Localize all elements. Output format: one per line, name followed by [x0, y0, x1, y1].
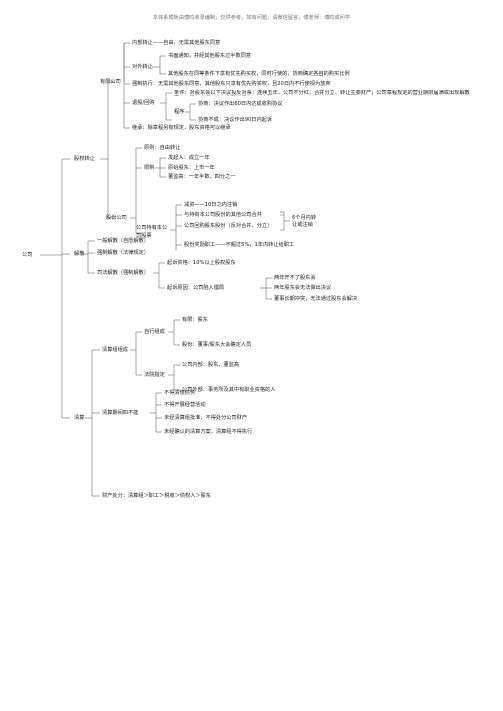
connector-duiwai	[152, 55, 166, 75]
node-liangnianjueyi: 两年股东会无法做出决议	[274, 285, 332, 291]
node-shangshi: 原始股东：上市一年	[168, 165, 215, 171]
node-youxian: 有限公司	[100, 79, 121, 85]
node-xianzhi: 限制	[144, 165, 155, 171]
node-gongsi: 公司内部：股东、董监高	[182, 362, 240, 368]
node-yuanze: 原则：自由转让	[144, 145, 181, 151]
node-yiban: 一般解散（自愿解散）	[97, 238, 149, 244]
node-qisu: 起诉原因：公司陷入僵局	[167, 285, 225, 291]
node-huigou: 退股/回购	[132, 100, 155, 106]
node-waibu: 公司外部：事务所及其中有职业资格的人	[182, 387, 276, 393]
node-dongshi: 董事长期冲突，无法通过股东会解决	[274, 296, 358, 302]
connector-zixing	[168, 319, 180, 346]
connector-qisu	[260, 277, 272, 300]
node-yiyi: 公司回购股东股份（反对合并、分立）	[184, 223, 273, 229]
connector-chengxu	[185, 103, 196, 121]
root-node: 公司	[22, 252, 33, 258]
node-sifa: 司法解散（强制解散）	[97, 270, 149, 276]
connector-qingsuan	[85, 349, 100, 497]
node-jili: 股份奖励职工——不超过5%，1年内转让给职工	[184, 242, 295, 248]
node-qiangzhi: 强制执行：无需其他股东同意，其他股东只享有优先购买权，且20日内不行使视为放弃	[132, 81, 331, 87]
node-jicheng: 继承：除章程另有规定，股东资格可以继承	[132, 125, 231, 131]
node-jinzhi: 清算期间四不能	[102, 410, 139, 416]
node-duiwai: 对外转让	[132, 64, 153, 70]
connector-liuge	[280, 211, 290, 231]
connector-sifa	[153, 262, 165, 289]
node-tiaojian: 条件：对股东会以下决议投反对票：连续五年，公司不分红；合并分立、转让主要财产；公…	[174, 90, 470, 96]
connector-youxian	[123, 42, 130, 129]
node-neibu: 内部转让——自由，无需其他股东同意	[132, 40, 221, 46]
node-susong: 协商不成：决议作出90日内起诉	[198, 117, 273, 123]
connector-jinzhi	[150, 392, 162, 433]
node-chengxu: 程序	[174, 109, 185, 115]
node-zixing: 自行组成	[144, 329, 165, 335]
connector-xianzhi	[155, 157, 166, 178]
node-dongjiangao: 董监高：一年半数，四分之一	[168, 174, 236, 180]
node-gufenqs: 股份：董事/股东大会确定人员	[182, 342, 252, 348]
connector-huigou	[160, 92, 172, 121]
node-caichan: 财产处分：清算组＞职工＞税收＞债权人＞股东	[102, 493, 211, 499]
node-shumian: 书面通知，并经其他股东过半数同意	[168, 53, 252, 59]
node-jiesan: 解散	[74, 251, 85, 257]
node-chiyou: 公司持有本公司股票	[136, 225, 168, 239]
node-buneng2: 不得开展经营活动	[164, 402, 206, 408]
node-faxuan: 法院指定	[144, 372, 165, 378]
connector-jiesan	[82, 240, 95, 274]
connector-zucheng	[130, 331, 142, 376]
node-buneng4: 未经确认的清算方案，清算组不得执行	[164, 429, 253, 435]
node-hebing: 与持有本公司股份的其他公司合并	[184, 212, 262, 218]
connector-gufen	[130, 147, 142, 234]
node-youxianqs: 有限：股东	[182, 317, 208, 323]
node-liuge: 6个月内转让或注销	[292, 215, 317, 228]
node-guquan: 股权转让	[74, 156, 95, 162]
node-zucheng: 清算组组成	[102, 347, 128, 353]
node-jianzi: 减资——10日之内注销	[184, 202, 238, 208]
node-gufen: 股份公司	[106, 215, 127, 221]
node-buneng1: 不得清偿债务	[164, 390, 196, 396]
connector-guquan	[100, 81, 115, 219]
node-faqi: 发起人：成立一年	[168, 155, 210, 161]
node-qita: 其他股东在同等条件下享有优先购买权，同时行使的，协商确定各自的购买比例	[168, 71, 350, 77]
node-zige: 起诉资格：10%以上股权股东	[167, 260, 236, 266]
node-liangnian: 两年开不了股东会	[274, 275, 316, 281]
node-qingsuan: 清算	[74, 415, 85, 421]
node-buneng3: 未经清算组批准，不得处分公司财产	[164, 415, 248, 421]
connector-faxuan	[168, 364, 180, 391]
connector-root	[40, 158, 70, 419]
page-header: 本体系模板由傅鸣收录编制，仅供参考。如有问题，请微信留言，傅老师：傅鸣成问学	[152, 15, 351, 21]
node-qiangzhijiesan: 强制解散（法律规定）	[97, 250, 149, 256]
connector-chiyou	[170, 204, 182, 250]
node-xieshang: 协商：决议作出60日内达成收购协议	[198, 101, 283, 107]
